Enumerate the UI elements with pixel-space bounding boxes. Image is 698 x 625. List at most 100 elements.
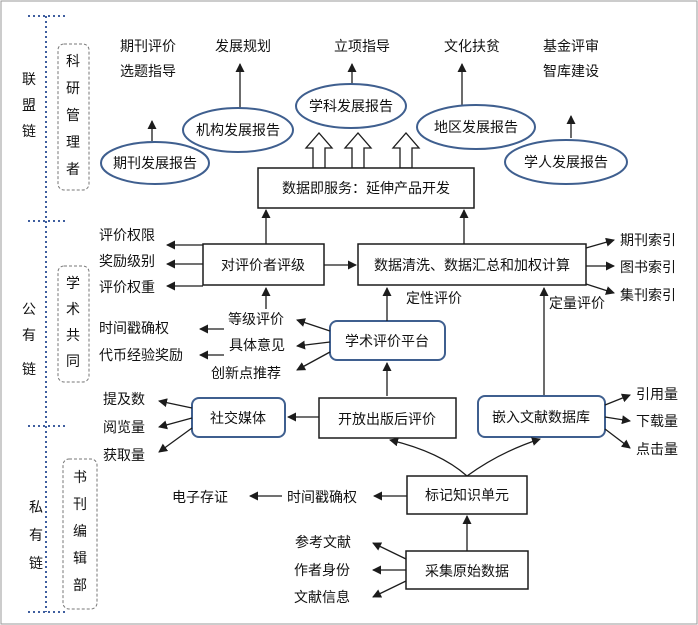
chain-private-char: 链 — [29, 556, 43, 572]
label-opinion: 具体意见 — [229, 337, 285, 354]
label-book-index: 图书索引 — [620, 259, 676, 276]
svg-text:社交媒体: 社交媒体 — [210, 410, 266, 427]
social-media-box: 社交媒体 — [191, 397, 286, 438]
role-academic-char: 术 — [66, 302, 80, 318]
report-discipline: 学科发展报告 — [295, 83, 407, 129]
label-culture-support: 文化扶贫 — [444, 39, 500, 55]
role-academic-box: 学 术 共 同 体 — [57, 265, 90, 383]
label-grade-eval: 等级评价 — [228, 311, 284, 328]
label-dev-plan: 发展规划 — [215, 39, 271, 55]
role-academic-char: 同 — [66, 354, 80, 370]
label-author-id: 作者身份 — [294, 563, 350, 579]
label-collection-index: 集刊索引 — [620, 287, 676, 304]
hollow-arrow-middle — [343, 132, 373, 169]
svg-text:学科发展报告: 学科发展报告 — [309, 99, 393, 115]
report-institution: 机构发展报告 — [182, 107, 294, 153]
label-quantitative: 定量评价 — [549, 296, 605, 312]
hollow-arrow-right — [391, 132, 421, 169]
db-count-arrows — [604, 393, 631, 449]
rate-reviewers-box: 对评价者评级 — [202, 243, 325, 286]
chain-public-char: 链 — [22, 362, 36, 378]
report-scholar: 学人发展报告 — [504, 139, 628, 185]
chain-alliance-char: 联 — [22, 72, 36, 88]
tag-unit-up-arrows — [389, 437, 541, 477]
social-count-arrows — [158, 398, 193, 453]
label-get-count: 获取量 — [103, 448, 145, 464]
svg-text:期刊发展报告: 期刊发展报告 — [113, 156, 197, 172]
role-research-char: 者 — [66, 162, 80, 178]
label-eval-weight: 评价权重 — [99, 280, 155, 296]
role-editor-box: 书 刊 编 辑 部 — [62, 458, 98, 610]
hollow-arrow-left — [304, 132, 334, 169]
label-downloads: 下载量 — [636, 414, 678, 430]
label-view-count: 阅览量 — [103, 420, 145, 436]
svg-text:嵌入文献数据库: 嵌入文献数据库 — [492, 410, 590, 426]
role-research-box: 科 研 管 理 者 — [57, 43, 90, 191]
tag-unit-box: 标记知识单元 — [406, 475, 528, 515]
chain-separators — [28, 15, 66, 613]
svg-text:机构发展报告: 机构发展报告 — [196, 123, 280, 139]
role-editor-char: 辑 — [73, 551, 87, 567]
eval-type-labels: 定性评价 定量评价 — [406, 291, 605, 312]
embed-db-box: 嵌入文献数据库 — [477, 395, 606, 438]
reward-arrows — [199, 324, 224, 360]
platform-to-labels-arrows — [296, 318, 331, 371]
role-research-char: 管 — [66, 108, 80, 124]
label-fund-review: 基金评审 — [543, 38, 599, 55]
report-ellipses: 期刊发展报告 机构发展报告 学科发展报告 地区发展报告 学人发展报告 — [100, 83, 628, 185]
chain-labels: 联 盟 链 公 有 链 私 有 链 — [22, 72, 43, 572]
role-editor-char: 编 — [73, 524, 87, 540]
label-journal-index: 期刊索引 — [620, 232, 676, 249]
collect-output-labels: 参考文献 作者身份 文献信息 — [294, 534, 351, 606]
cert-labels: 时间戳确权 电子存证 — [172, 490, 357, 506]
label-journal-eval: 期刊评价 — [120, 39, 176, 55]
label-mention-count: 提及数 — [103, 392, 145, 408]
right-index-labels: 期刊索引 图书索引 集刊索引 — [620, 232, 676, 304]
report-journal: 期刊发展报告 — [100, 141, 210, 185]
open-review-box: 开放出版后评价 — [318, 397, 457, 439]
label-think-tank: 智库建设 — [543, 64, 599, 80]
left-label-group: 评价权限 奖励级别 评价权重 — [99, 228, 155, 296]
role-academic-char: 学 — [66, 276, 80, 292]
reward-labels: 时间戳确权 代币经验奖励 — [99, 321, 183, 364]
top-labels: 期刊评价 选题指导 发展规划 立项指导 文化扶贫 基金评审 智库建设 — [120, 38, 599, 80]
label-timestamp2: 时间戳确权 — [287, 490, 357, 506]
platform-box: 学术评价平台 — [329, 320, 446, 361]
svg-text:数据即服务：延伸产品开发: 数据即服务：延伸产品开发 — [282, 181, 450, 197]
db-count-labels: 引用量 下载量 点击量 — [636, 387, 678, 458]
label-doc-info: 文献信息 — [294, 589, 350, 606]
svg-text:开放出版后评价: 开放出版后评价 — [338, 412, 436, 428]
label-citations: 引用量 — [636, 387, 678, 403]
svg-text:学术评价平台: 学术评价平台 — [345, 334, 429, 350]
role-editor-char: 刊 — [73, 497, 87, 513]
label-eval-authority: 评价权限 — [99, 228, 155, 244]
svg-text:采集原始数据: 采集原始数据 — [425, 563, 509, 580]
svg-text:地区发展报告: 地区发展报告 — [434, 120, 518, 136]
label-qualitative: 定性评价 — [406, 291, 462, 307]
svg-text:标记知识单元: 标记知识单元 — [425, 487, 509, 504]
data-processing-box: 数据清洗、数据汇总和加权计算 — [357, 243, 587, 286]
label-timestamp-right: 时间戳确权 — [99, 321, 169, 337]
chain-alliance-char: 盟 — [22, 98, 36, 114]
role-research-char: 理 — [66, 135, 80, 151]
role-research-char: 研 — [66, 81, 80, 97]
into-processing-arrows — [382, 287, 549, 396]
svg-text:学人发展报告: 学人发展报告 — [524, 155, 608, 171]
left-label-arrows — [166, 240, 203, 291]
svg-text:对评价者评级: 对评价者评级 — [221, 258, 305, 274]
label-e-cert: 电子存证 — [172, 490, 228, 506]
chain-public-char: 有 — [22, 328, 36, 344]
label-topic-guide: 选题指导 — [120, 64, 176, 80]
chain-private-char: 私 — [29, 500, 43, 516]
label-project-guide: 立项指导 — [334, 39, 390, 55]
right-index-arrows — [585, 237, 615, 295]
chain-public-char: 公 — [22, 302, 36, 318]
role-research-char: 科 — [66, 54, 80, 70]
collect-box: 采集原始数据 — [405, 550, 529, 590]
label-ref: 参考文献 — [295, 534, 351, 551]
collect-output-arrows — [372, 542, 407, 598]
platform-output-labels: 等级评价 具体意见 创新点推荐 — [211, 311, 285, 382]
chain-private-char: 有 — [29, 528, 43, 544]
